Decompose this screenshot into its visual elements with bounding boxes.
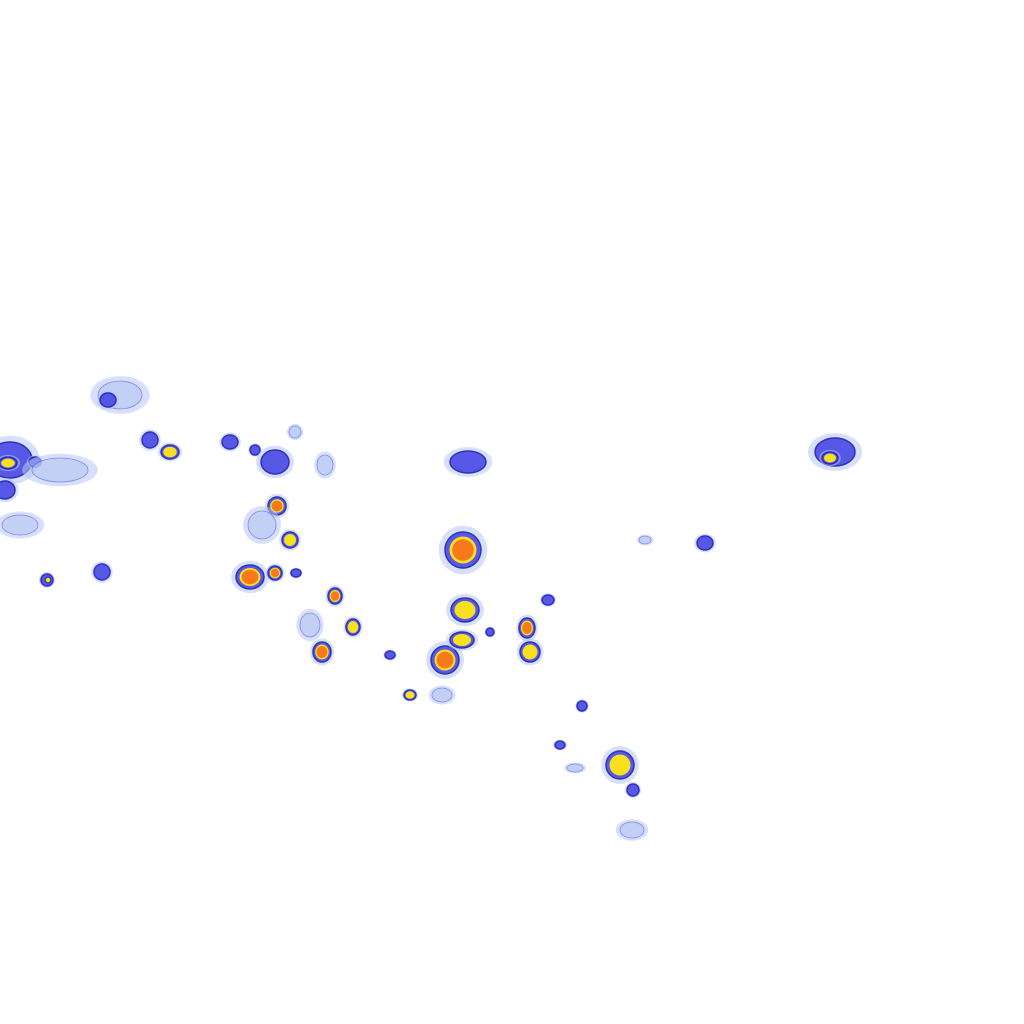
echo-hotspot-18 xyxy=(271,500,283,512)
echo-hotspot-22 xyxy=(270,568,280,578)
echo-cell-31 xyxy=(449,450,487,474)
echo-cell-19 xyxy=(247,510,277,540)
echo-core-27 xyxy=(347,621,359,633)
echo-hotspot-32 xyxy=(452,539,474,561)
echo-core-33 xyxy=(454,601,476,619)
echo-core-11 xyxy=(45,577,51,583)
echo-cell-44 xyxy=(626,783,640,797)
echo-cell-15 xyxy=(260,449,290,475)
echo-cell-36 xyxy=(485,627,495,637)
echo-cell-41 xyxy=(554,740,566,750)
echo-cell-7 xyxy=(31,457,89,483)
echo-cell-9 xyxy=(1,514,39,536)
echo-cell-30 xyxy=(431,687,453,703)
echo-cell-14 xyxy=(249,444,261,456)
echo-cell-1 xyxy=(99,392,117,408)
echo-cell-2 xyxy=(141,431,159,449)
echo-core-29 xyxy=(405,691,415,699)
echo-core-38 xyxy=(522,644,538,660)
echo-cell-12 xyxy=(93,563,111,581)
echo-hotspot-34 xyxy=(436,651,454,669)
echo-cell-25 xyxy=(299,612,321,638)
echo-cell-40 xyxy=(576,700,588,712)
precipitation-echo-layer xyxy=(0,376,862,841)
echo-hotspot-21 xyxy=(241,569,259,585)
echo-cell-16 xyxy=(288,425,302,439)
echo-cell-28 xyxy=(384,650,396,660)
echo-hotspot-24 xyxy=(330,591,340,601)
echo-core-20 xyxy=(284,534,296,546)
echo-cell-45 xyxy=(619,821,645,839)
echo-cell-46 xyxy=(638,535,652,545)
echo-hotspot-37 xyxy=(522,622,532,634)
echo-cell-47 xyxy=(696,535,714,551)
echo-core-5 xyxy=(1,458,15,468)
echo-core-35 xyxy=(453,634,471,646)
echo-core-49 xyxy=(824,453,836,463)
echo-cell-13 xyxy=(221,434,239,450)
echo-core-43 xyxy=(609,754,631,776)
echo-cell-23 xyxy=(290,568,302,578)
echo-core-3 xyxy=(163,446,177,458)
echo-hotspot-26 xyxy=(316,646,328,658)
echo-cell-39 xyxy=(541,594,555,606)
echo-cell-42 xyxy=(566,763,584,773)
echo-cell-8 xyxy=(0,480,16,500)
echo-cell-17 xyxy=(316,454,334,476)
